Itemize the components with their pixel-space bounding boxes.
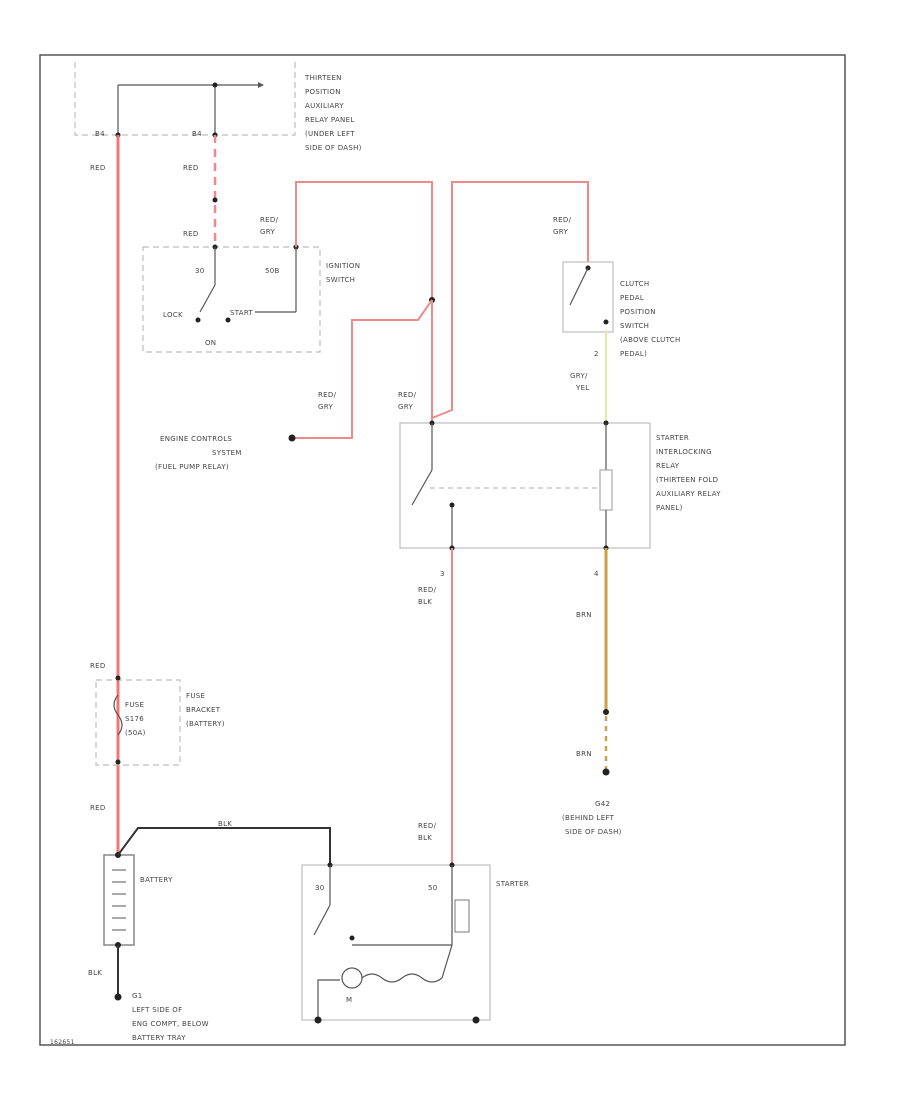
relay-line-4: (THIRTEEN FOLD <box>656 476 718 484</box>
relay-line-5: AUXILIARY RELAY <box>656 490 721 498</box>
brn-label-2: BRN <box>576 750 592 758</box>
fuse-label-line-3: (BATTERY) <box>186 720 225 728</box>
ign-on: ON <box>205 339 216 347</box>
ignition-switch-line-1: IGNITION <box>326 262 360 270</box>
clutch-line-4: SWITCH <box>620 322 649 330</box>
battery-label: BATTERY <box>140 876 173 884</box>
red-gry-ign-line-1: RED/ <box>260 216 279 224</box>
starter-label: STARTER <box>496 880 529 888</box>
red-gry-rel-line-1: RED/ <box>398 391 417 399</box>
relay-line-1: STARTER <box>656 434 689 442</box>
red-wire-label-fuse: RED <box>90 662 106 670</box>
ignition-switch-line-2: SWITCH <box>326 276 355 284</box>
clutch-line-5: (ABOVE CLUTCH <box>620 336 681 344</box>
red-gry-wire-clutch <box>431 181 589 419</box>
relay-pin-3: 3 <box>440 570 445 578</box>
relay-line-2: INTERLOCKING <box>656 448 712 456</box>
starter: 30 50 STARTER M <box>301 862 529 1024</box>
starter-motor-label: M <box>346 996 352 1004</box>
ground-g1-line-2: LEFT SIDE OF <box>132 1006 182 1014</box>
ign-start: START <box>230 309 254 317</box>
red-gry-clutch-line-2: GRY <box>553 228 568 236</box>
fuse-label-line-2: BRACKET <box>186 706 221 714</box>
red-blk-1-line-1: RED/ <box>418 586 437 594</box>
red-gry-wire-ecs <box>292 299 433 439</box>
red-gry-clutch-line-1: RED/ <box>553 216 572 224</box>
red-blk-2-line-1: RED/ <box>418 822 437 830</box>
red-gry-ign-line-2: GRY <box>260 228 275 236</box>
pin-b4-left: B4 <box>95 130 105 138</box>
fuse-inner-line-1: FUSE <box>125 701 144 709</box>
fuse-bracket: FUSE S176 (50A) FUSE BRACKET (BATTERY) <box>95 675 225 766</box>
ign-lock: LOCK <box>163 311 183 319</box>
red-blk-1-line-2: BLK <box>418 598 432 606</box>
clutch-line-2: PEDAL <box>620 294 644 302</box>
red-wire-label-30: RED <box>183 230 199 238</box>
gry-yel-line-1: GRY/ <box>570 372 588 380</box>
ground-g1-line-1: G1 <box>132 992 142 1000</box>
engine-controls-line-3: (FUEL PUMP RELAY) <box>155 463 229 471</box>
fuse-inner-line-3: (50A) <box>125 729 146 737</box>
blk-ground-label: BLK <box>88 969 102 977</box>
thirteen-position-relay-panel: B4 B4 THIRTEEN POSITION AUXILIARY RELAY … <box>74 62 362 152</box>
ign-pin-30: 30 <box>195 267 205 275</box>
red-wire-label-top: RED <box>90 164 106 172</box>
blk-wire-battery-starter <box>117 827 331 865</box>
clutch-line-1: CLUTCH <box>620 280 649 288</box>
thirteen-panel-line-3: AUXILIARY <box>305 102 344 110</box>
ignition-switch: 30 50B LOCK START ON IGNITION SWITCH <box>142 244 360 353</box>
ground-g42-line-2: (BEHIND LEFT <box>562 814 615 822</box>
red-wire-label-battery: RED <box>90 804 106 812</box>
relay-line-3: RELAY <box>656 462 680 470</box>
relay-pin-4: 4 <box>594 570 599 578</box>
clutch-line-6: PEDAL) <box>620 350 647 358</box>
engine-controls-line-2: SYSTEM <box>212 449 242 457</box>
figure-id: 162651 <box>50 1039 75 1046</box>
blk-wire-label: BLK <box>218 820 232 828</box>
red-gry-ecs-line-1: RED/ <box>318 391 337 399</box>
fuse-label-line-1: FUSE <box>186 692 205 700</box>
battery: BATTERY <box>103 852 173 948</box>
starter-pin-50: 50 <box>428 884 438 892</box>
clutch-pin-2: 2 <box>594 350 599 358</box>
ign-pin-50b: 50B <box>265 267 280 275</box>
red-gry-ecs-line-2: GRY <box>318 403 333 411</box>
engine-controls-line-1: ENGINE CONTROLS <box>160 435 232 443</box>
brn-label-1: BRN <box>576 611 592 619</box>
red-gry-rel-line-2: GRY <box>398 403 413 411</box>
starter-interlocking-relay: STARTER INTERLOCKING RELAY (THIRTEEN FOL… <box>399 420 721 551</box>
thirteen-panel-line-5: (UNDER LEFT <box>305 130 355 138</box>
red-wire-label-ign: RED <box>183 164 199 172</box>
pin-b4-right: B4 <box>192 130 202 138</box>
thirteen-panel-line-2: POSITION <box>305 88 341 96</box>
red-blk-2-line-2: BLK <box>418 834 432 842</box>
relay-line-6: PANEL) <box>656 504 683 512</box>
diagram-frame <box>39 54 846 1046</box>
clutch-pedal-switch: CLUTCH PEDAL POSITION SWITCH (ABOVE CLUT… <box>562 261 681 358</box>
ground-g42-line-3: SIDE OF DASH) <box>565 828 622 836</box>
thirteen-panel-line-1: THIRTEEN <box>304 74 342 82</box>
thirteen-panel-line-4: RELAY PANEL <box>305 116 355 124</box>
gry-yel-line-2: YEL <box>575 384 590 392</box>
ground-g1-line-3: ENG COMPT, BELOW <box>132 1020 209 1028</box>
ground-g1-line-4: BATTERY TRAY <box>132 1034 186 1042</box>
clutch-line-3: POSITION <box>620 308 656 316</box>
fuse-inner-line-2: S176 <box>125 715 144 723</box>
starter-pin-30: 30 <box>315 884 325 892</box>
ground-g42-line-1: G42 <box>595 800 610 808</box>
red-gry-wire-50b <box>295 181 433 300</box>
thirteen-panel-line-6: SIDE OF DASH) <box>305 144 362 152</box>
